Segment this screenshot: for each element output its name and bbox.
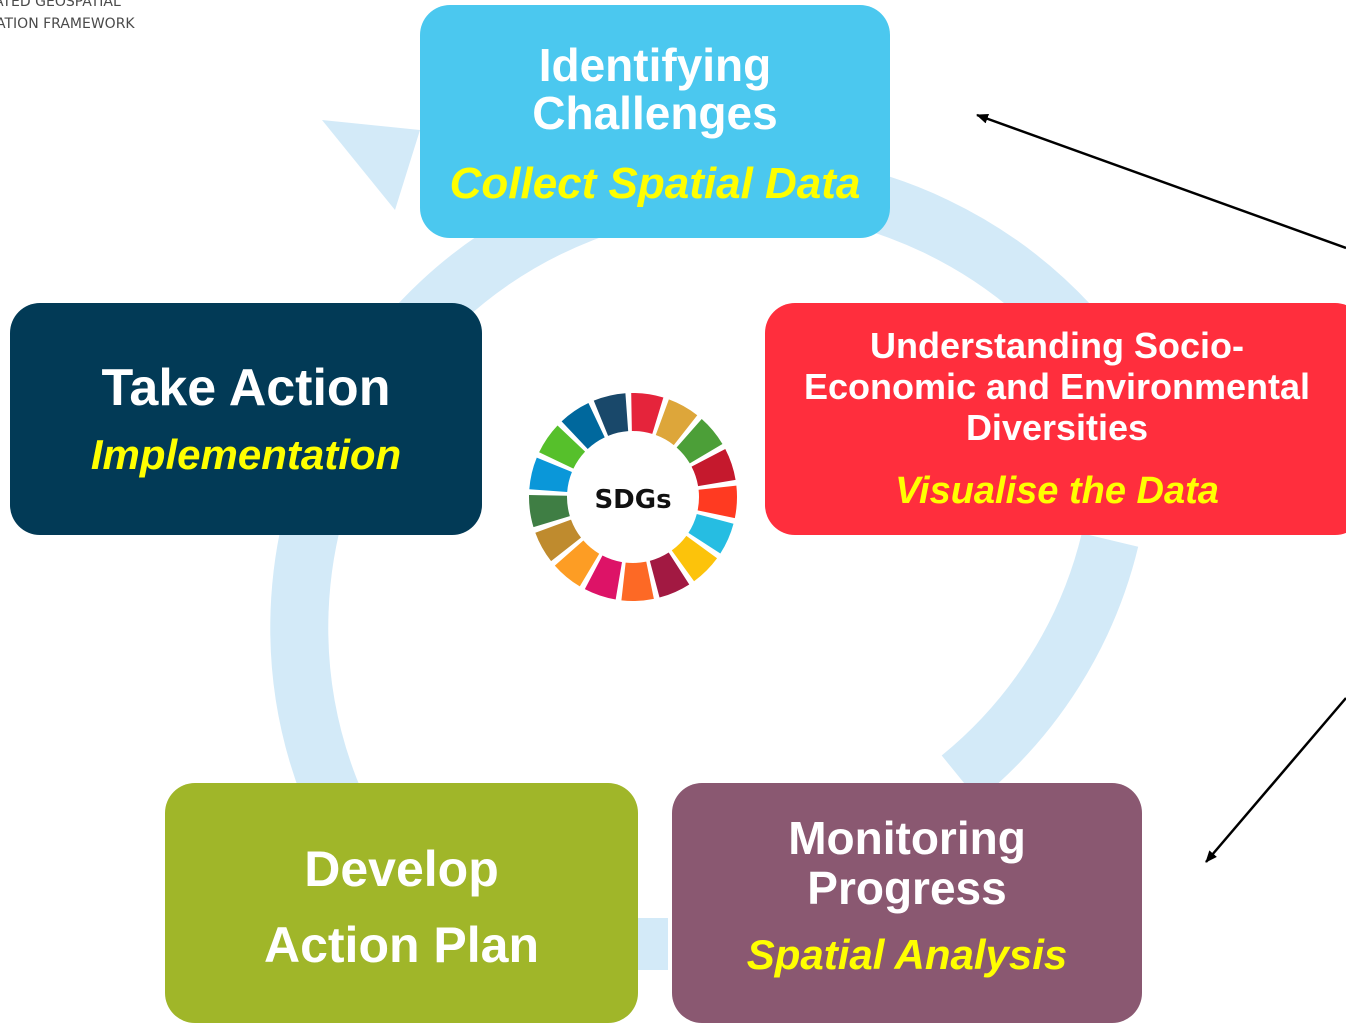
sdg-wheel-segment [561,403,605,449]
logo-line-2: ATION FRAMEWORK [0,16,135,32]
sdg-wheel-segment [529,457,572,493]
sdg-wheel-segment [631,393,664,434]
take-action-box: Take Action Implementation [10,303,482,535]
sdg-wheel-segment [671,535,718,582]
sdg-wheel-segment [539,425,586,469]
develop-action-plan-box: Develop Action Plan [165,783,638,1023]
sdg-wheel-segment [535,519,582,562]
take-action-subtitle: Implementation [90,431,402,478]
cycle-arrowhead [322,120,420,210]
sdg-wheel-segment [691,449,736,487]
sdg-wheel-segment [697,485,737,519]
identifying-challenges-subtitle: Collect Spatial Data [449,159,861,208]
understanding-diversities-box: Understanding Socio-Economic and Environ… [765,303,1346,535]
sdg-wheel-segment [554,540,600,587]
sdg-label: SDGs [594,485,672,515]
logo: ATED GEOSPATIAL ATION FRAMEWORK [0,0,185,78]
cycle-ring-arc-2 [941,532,1139,801]
understanding-diversities-subtitle: Visualise the Data [895,470,1219,512]
develop-action-plan-title: Develop Action Plan [263,841,540,973]
monitoring-progress-subtitle: Spatial Analysis [746,931,1068,978]
sdg-wheel [529,393,737,601]
sdg-wheel-segment [584,555,622,600]
sdg-wheel-segment [529,494,570,528]
monitoring-progress-title: Monitoring Progress [788,812,1026,914]
understanding-diversities-title: Understanding Socio-Economic and Environ… [803,325,1311,448]
sdg-wheel-segment [655,399,698,446]
identifying-challenges-box: Identifying Challenges Collect Spatial D… [420,5,890,238]
monitoring-progress-box: Monitoring Progress Spatial Analysis [672,783,1142,1023]
sdg-wheel-segment [649,552,690,598]
sdg-wheel-segment [593,393,629,436]
sdg-wheel-segment [621,561,654,601]
sdg-wheel-segment [688,513,734,554]
take-action-title: Take Action [101,359,391,417]
logo-line-1: ATED GEOSPATIAL [0,0,121,10]
sdg-wheel-segment [676,418,723,464]
identifying-challenges-title: Identifying Challenges [532,39,778,139]
